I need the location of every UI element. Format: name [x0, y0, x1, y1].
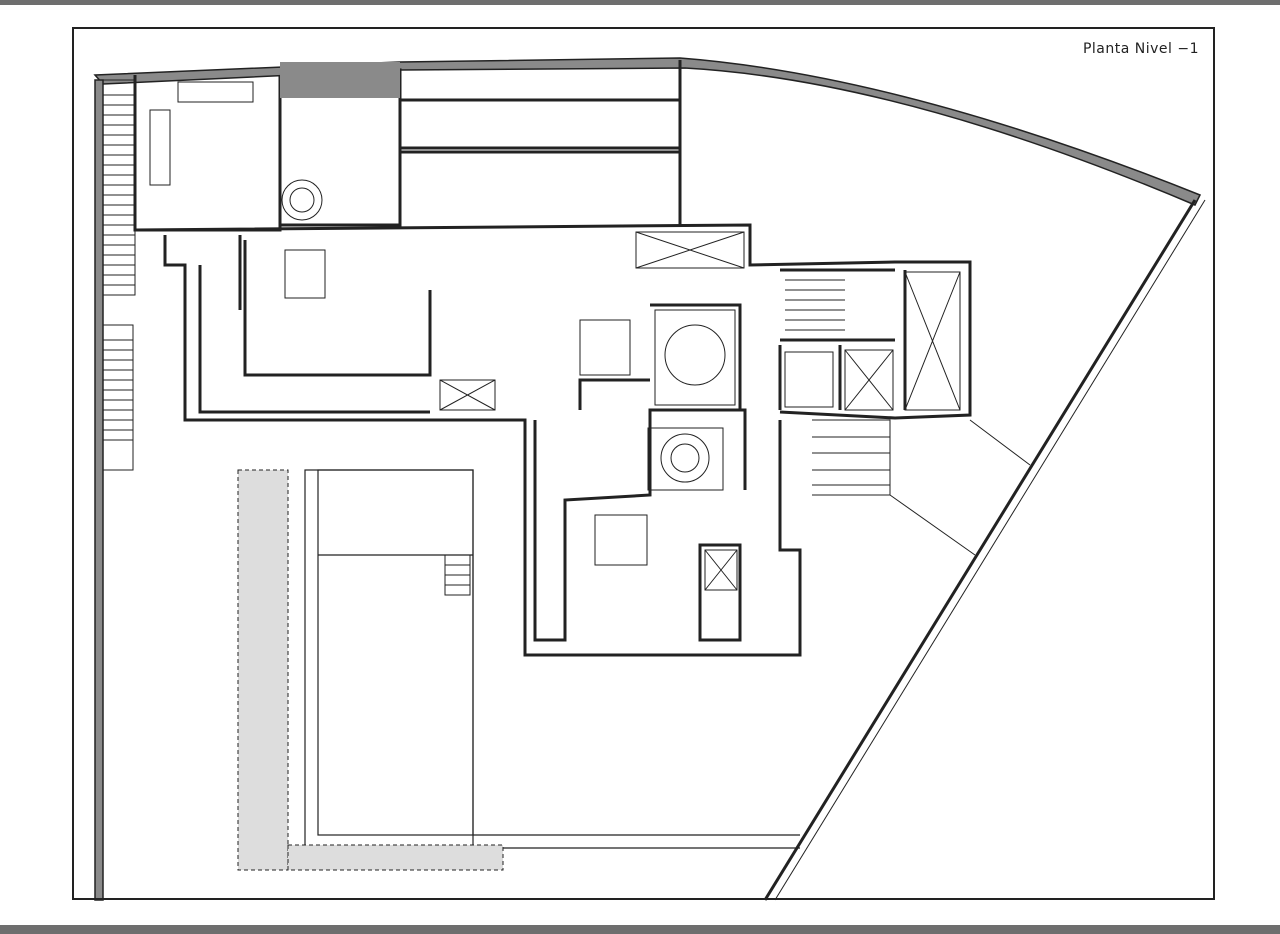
site-boundary [93, 57, 1206, 901]
drawing-frame: Planta Nivel −1 [72, 27, 1215, 900]
pool [304, 469, 800, 849]
building-walls [133, 60, 972, 657]
top-bar [0, 0, 1280, 5]
rooms-details [149, 81, 1031, 596]
drawing-title: Planta Nivel −1 [1082, 41, 1199, 57]
gravel [237, 469, 504, 871]
stairs-left [102, 79, 136, 471]
bottom-bar [0, 925, 1280, 934]
